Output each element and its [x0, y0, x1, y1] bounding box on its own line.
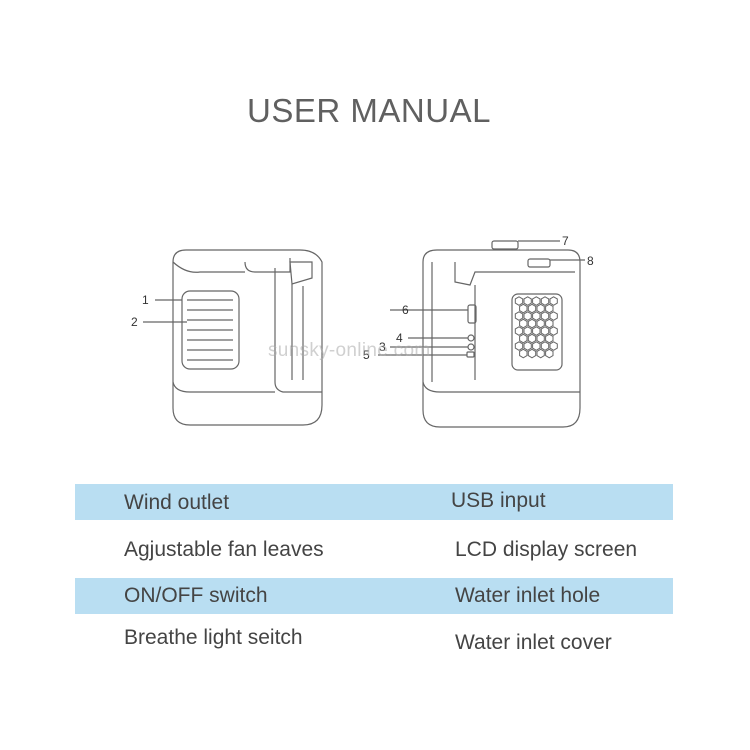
grille-cell: [523, 341, 532, 351]
callout-labels: 1 2 3 4 5 6 7 8: [131, 234, 594, 362]
legend-usb-input: USB input: [451, 489, 546, 512]
legend-water-inlet-hole: Water inlet hole: [455, 584, 601, 607]
grille-cell: [536, 348, 545, 359]
grille-cell: [545, 348, 554, 359]
grille-cell: [536, 303, 545, 314]
grille-cell: [523, 311, 532, 321]
legend-water-inlet-cover: Water inlet cover: [455, 631, 612, 654]
grille-cell: [540, 296, 550, 306]
grille-cell: [523, 296, 532, 306]
grille-cell: [527, 303, 537, 314]
callout-3: 3: [379, 340, 386, 354]
grille-cell: [536, 318, 545, 329]
legend-fan-leaves: Agjustable fan leaves: [124, 538, 324, 561]
grille-cell: [532, 341, 541, 351]
grille-cell: [536, 333, 545, 344]
grille-cell: [523, 326, 532, 336]
grille-cell: [540, 311, 550, 321]
honeycomb-grille: [514, 296, 558, 359]
callout-1: 1: [142, 293, 149, 307]
legend-wind-outlet: Wind outlet: [124, 491, 230, 514]
legend-on-off-switch: ON/OFF switch: [124, 584, 268, 607]
legend-lcd-display: LCD display screen: [455, 538, 638, 561]
grille-cell: [514, 296, 524, 306]
grille-cell: [519, 348, 528, 359]
grille-cell: [519, 333, 528, 344]
grille-cell: [514, 326, 524, 336]
front-view-illustration: [143, 249, 323, 426]
grille-cell: [532, 311, 541, 321]
grille-cell: [514, 311, 524, 321]
callout-5: 5: [363, 348, 370, 362]
legend-row-2: Agjustable fan leaves LCD display screen: [75, 531, 673, 567]
legend-breathe-light-switch: Breathe light seitch: [124, 626, 303, 649]
grille-cell: [545, 303, 554, 314]
grille-cell: [545, 318, 554, 329]
grille-cell: [549, 326, 558, 336]
grille-cell: [549, 311, 558, 321]
grille-cell: [540, 326, 550, 336]
grille-cell: [519, 318, 528, 329]
back-view-illustration: [378, 240, 585, 428]
grille-cell: [527, 348, 537, 359]
grille-cell: [527, 333, 537, 344]
grille-cell: [519, 303, 528, 314]
callout-4: 4: [396, 331, 403, 345]
callout-2: 2: [131, 315, 138, 329]
grille-cell: [527, 318, 537, 329]
product-diagram: 1 2 3 4 5 6 7 8: [131, 234, 594, 428]
legend-row-1: Wind outlet USB input: [75, 484, 673, 520]
legend-row-4: Breathe light seitch Water inlet cover: [75, 620, 673, 656]
grille-cell: [545, 333, 554, 344]
page-title: USER MANUAL: [247, 92, 491, 129]
grille-cell: [549, 296, 558, 306]
callout-8: 8: [587, 254, 594, 268]
legend-row-3: ON/OFF switch Water inlet hole: [75, 578, 673, 614]
grille-cell: [532, 326, 541, 336]
callout-6: 6: [402, 303, 409, 317]
watermark: sunsky-online.com: [268, 340, 431, 361]
grille-cell: [532, 296, 541, 306]
grille-cell: [549, 341, 558, 351]
grille-cell: [514, 341, 524, 351]
grille-cell: [540, 341, 550, 351]
callout-7: 7: [562, 234, 569, 248]
